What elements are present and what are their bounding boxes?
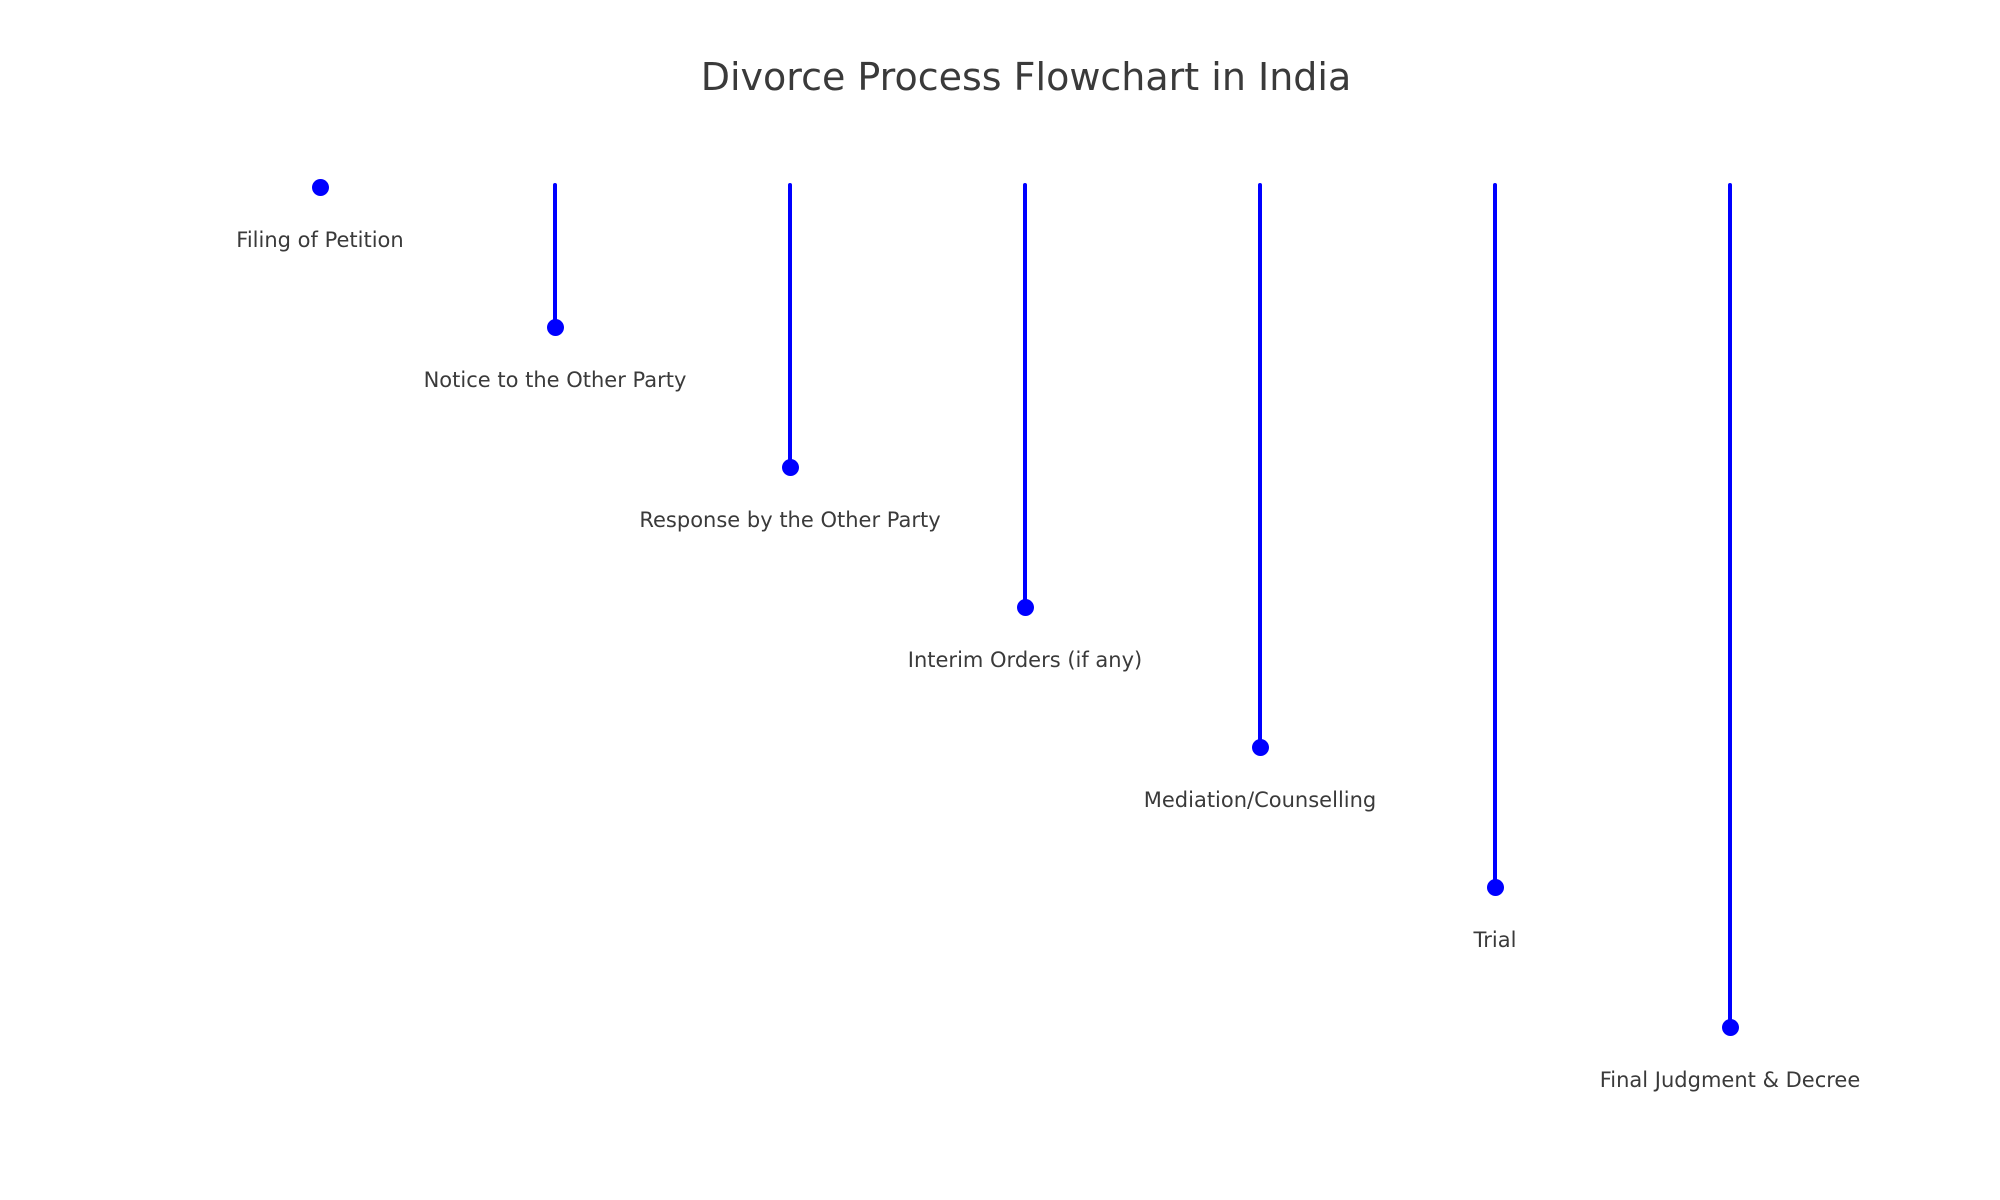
stem-label: Trial	[1473, 928, 1517, 952]
stem-dot	[1251, 738, 1269, 756]
stem-label: Filing of Petition	[236, 228, 404, 252]
chart-title: Divorce Process Flowchart in India	[700, 55, 1352, 99]
stem-label: Response by the Other Party	[639, 508, 941, 532]
stem-line	[1023, 183, 1027, 607]
stem-line	[553, 183, 557, 327]
stem-dot	[546, 318, 564, 336]
stem-dot	[311, 178, 329, 196]
stem-line	[1728, 183, 1732, 1027]
stem-label: Final Judgment & Decree	[1599, 1068, 1861, 1092]
stem-label: Mediation/Counselling	[1143, 788, 1377, 812]
stem-dot	[1721, 1018, 1739, 1036]
stem-label: Notice to the Other Party	[423, 368, 687, 392]
stem-label: Interim Orders (if any)	[907, 648, 1143, 672]
stem-line	[1258, 183, 1262, 747]
stem-dot	[1486, 878, 1504, 896]
stem-dot	[781, 458, 799, 476]
stem-line	[788, 183, 792, 467]
stem-dot	[1016, 598, 1034, 616]
stem-line	[1493, 183, 1497, 887]
